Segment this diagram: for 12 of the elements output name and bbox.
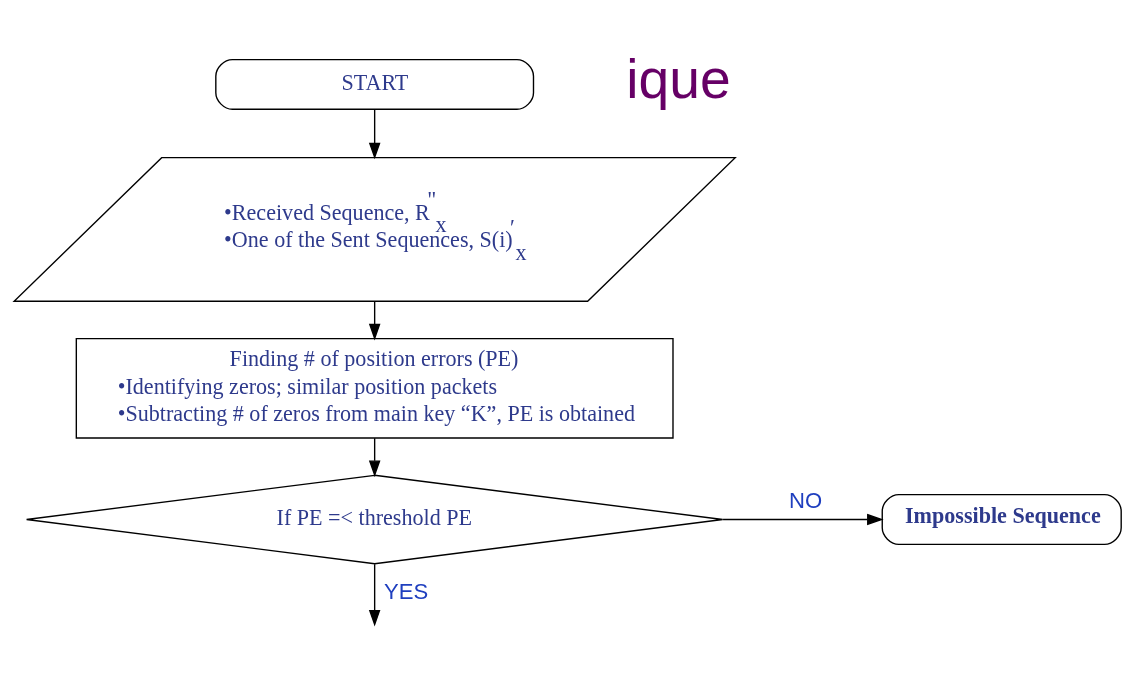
edge-label: NO xyxy=(788,488,823,514)
edge-label: YES xyxy=(383,579,429,605)
arrow xyxy=(368,300,381,341)
node-box: Impossible Sequence xyxy=(881,493,1122,546)
node-diamond: If PE =< threshold PE xyxy=(25,474,724,565)
arrow xyxy=(722,513,884,526)
node-box: Finding # of position errors (PE) •Identifying zeros; similar position packets •Subtracting # of zeros from main key “K”, PE is obtained xyxy=(75,337,674,439)
node-box: START xyxy=(215,58,535,110)
arrow xyxy=(368,108,381,160)
label: ique xyxy=(626,48,731,111)
arrow xyxy=(368,563,381,627)
arrow xyxy=(368,437,381,478)
